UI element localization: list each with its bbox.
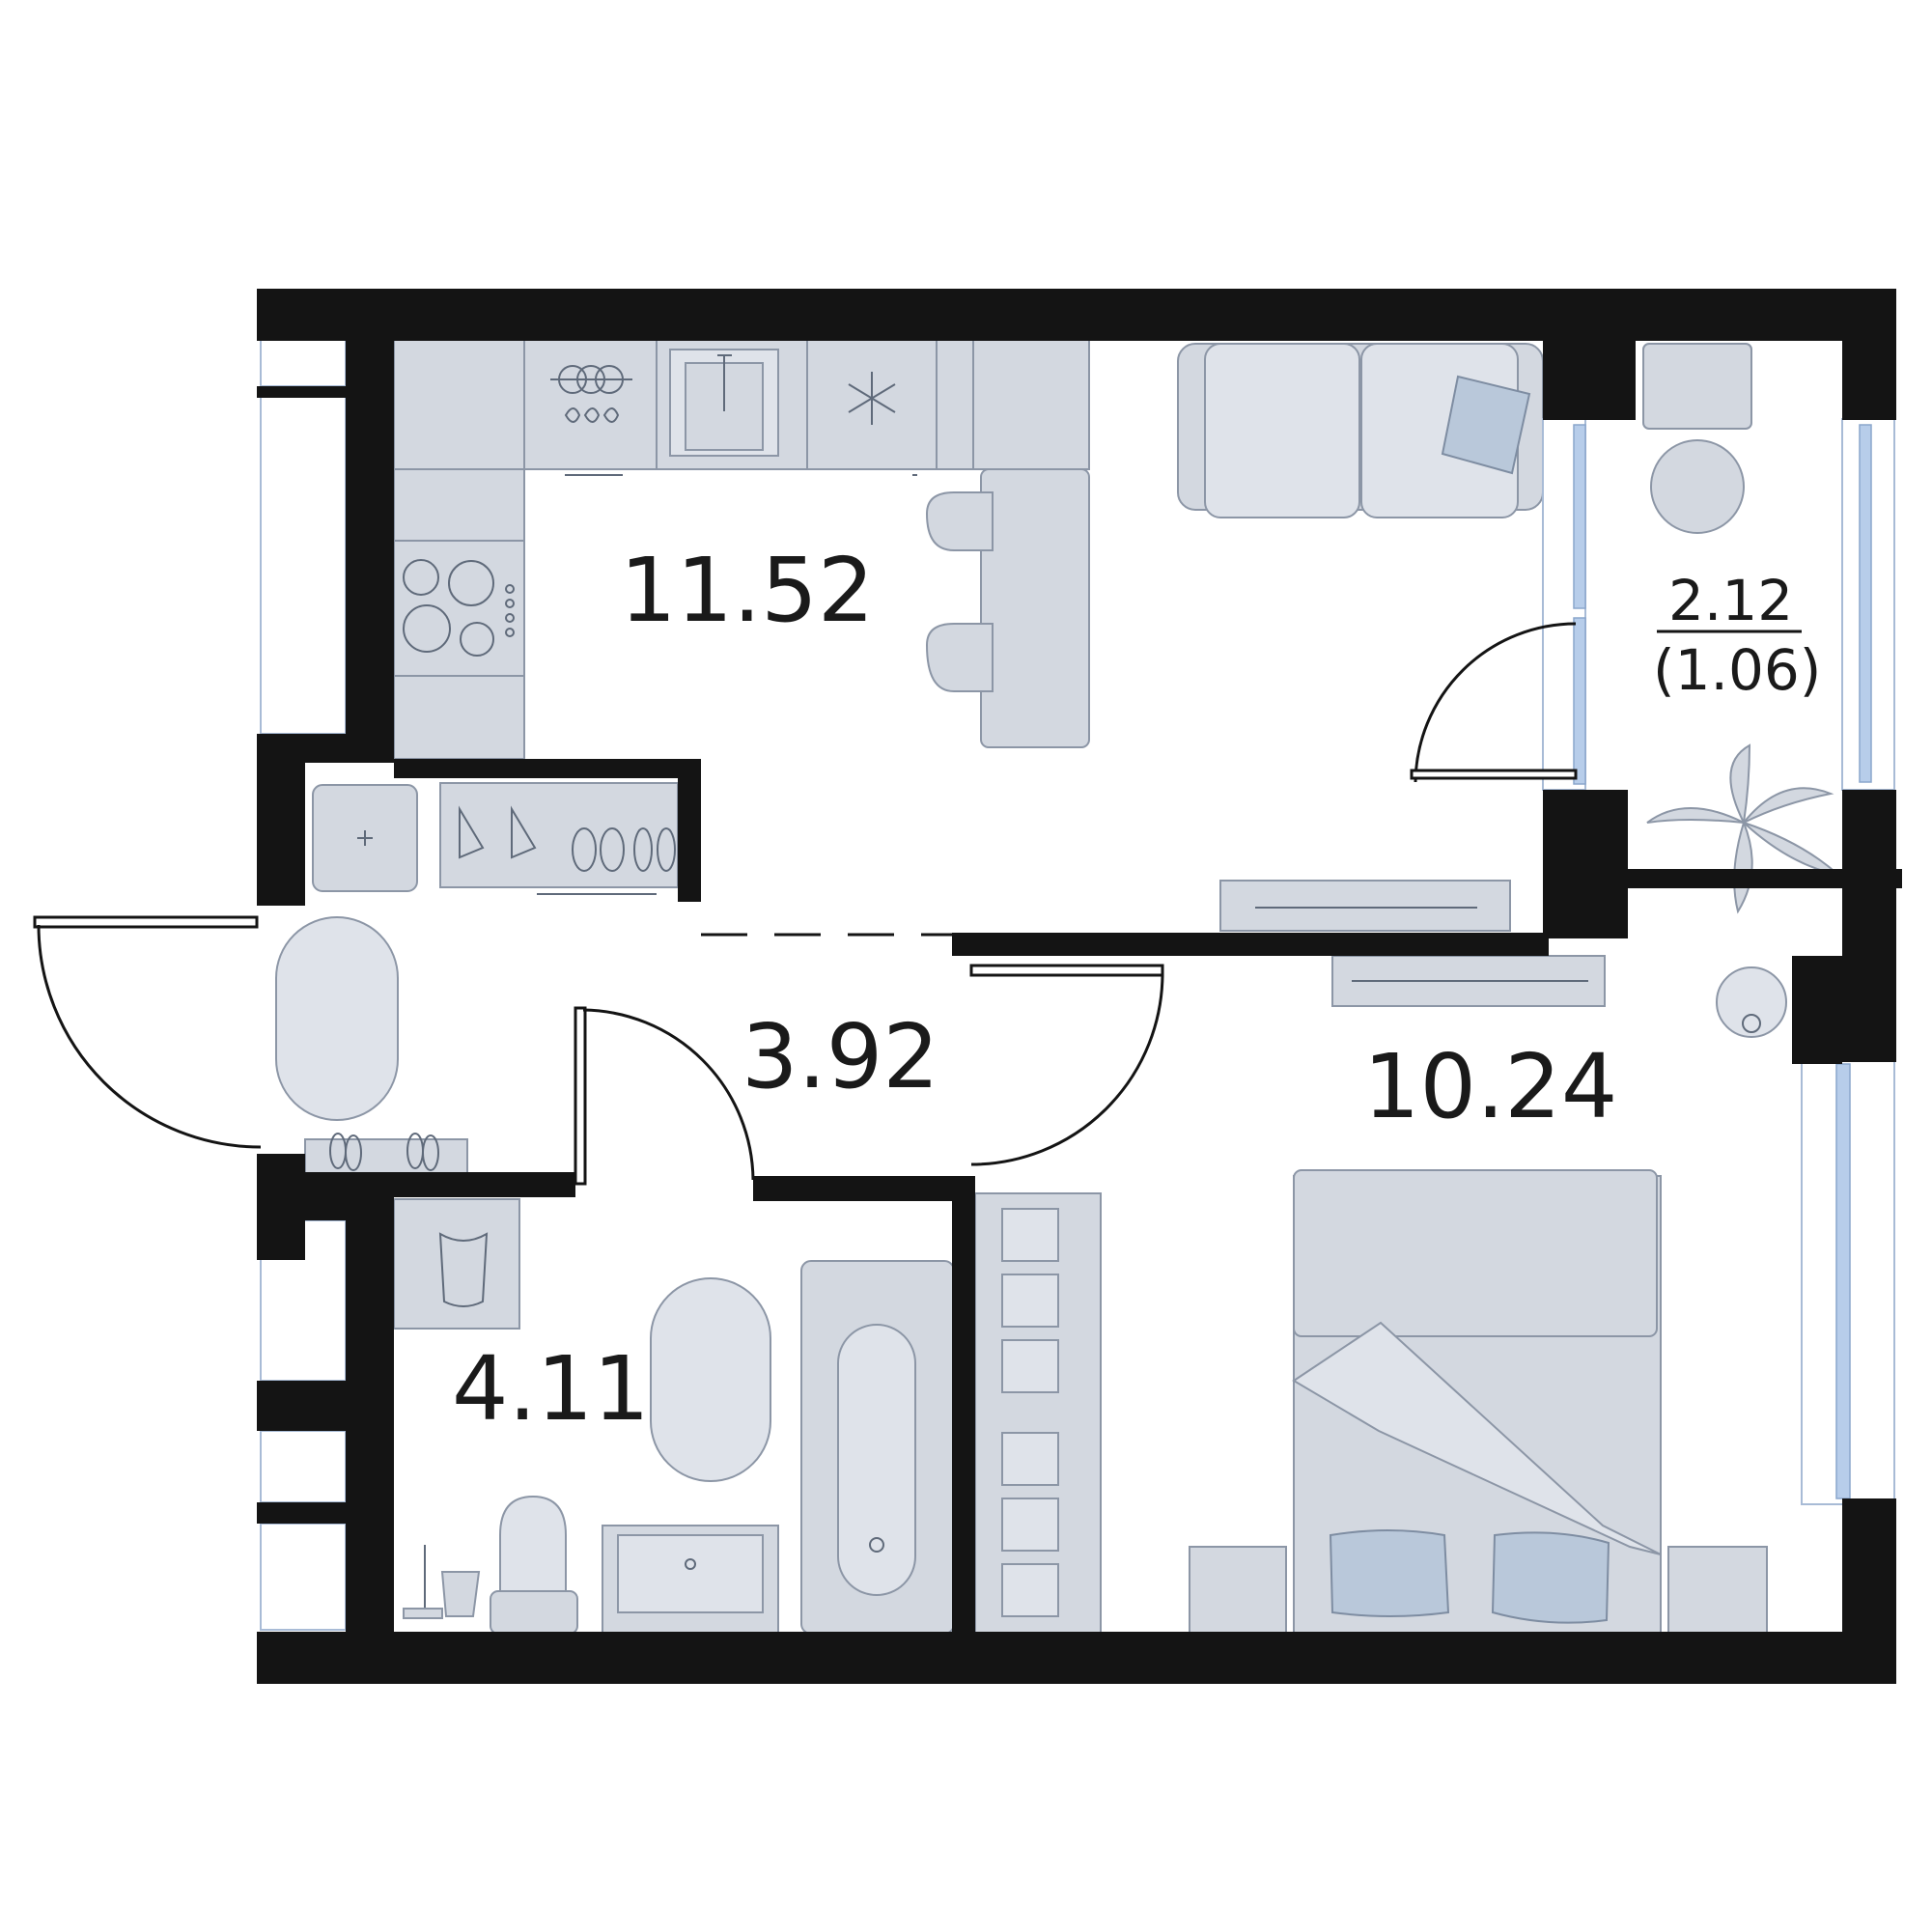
wardrobe: [439, 782, 679, 895]
area-label-balcony: 2.12: [1668, 568, 1793, 633]
window: [1801, 1057, 1895, 1505]
nightstand: [1667, 1546, 1768, 1635]
tv-unit: [1219, 880, 1511, 932]
bar-stool: [925, 623, 994, 692]
pouf: [312, 784, 418, 892]
bath-mat: [650, 1277, 771, 1482]
plant-icon: [1646, 743, 1842, 914]
balcony-chair: [1642, 343, 1752, 430]
hallway-rug: [275, 916, 399, 1121]
window: [1542, 418, 1586, 791]
window: [260, 339, 347, 387]
cooktop-icon: [403, 559, 515, 657]
window: [260, 1523, 347, 1631]
toilet-icon: [490, 1495, 578, 1635]
area-label-bedroom: 10.24: [1363, 1035, 1617, 1138]
area-label-hallway: 3.92: [742, 1005, 939, 1108]
bathroom-door: [574, 1006, 755, 1186]
window: [260, 1430, 347, 1503]
walls: [257, 289, 1902, 1684]
kitchen-counter: [393, 339, 1090, 760]
bedroom-door: [969, 964, 1164, 1166]
balcony-door: [1410, 622, 1578, 783]
window: [260, 395, 347, 735]
bucket-mop-icon: [403, 1545, 481, 1619]
shoe-rack: [304, 1133, 468, 1177]
area-label-balcony-reduced: (1.06): [1653, 637, 1821, 703]
nightstand: [1189, 1546, 1287, 1635]
entrance-door: [33, 915, 262, 1149]
snowflake-icon: [848, 372, 896, 425]
area-label-bathroom: 4.11: [452, 1337, 650, 1441]
sofa: [1177, 343, 1544, 518]
tv-unit: [1331, 955, 1606, 1007]
washing-machine: [393, 1198, 520, 1330]
washbasin: [602, 1525, 779, 1635]
robot-vacuum: [1716, 966, 1787, 1038]
bedroom-wardrobe: [974, 1192, 1102, 1637]
bathtub: [800, 1260, 955, 1635]
sink-icon: [669, 349, 779, 457]
balcony-table: [1650, 439, 1745, 534]
area-label-kitchen-living: 11.52: [620, 539, 874, 642]
bed: [1292, 1169, 1662, 1635]
burner-rings-icon: [550, 365, 632, 423]
bar-stool: [925, 491, 994, 551]
window: [1841, 418, 1895, 791]
